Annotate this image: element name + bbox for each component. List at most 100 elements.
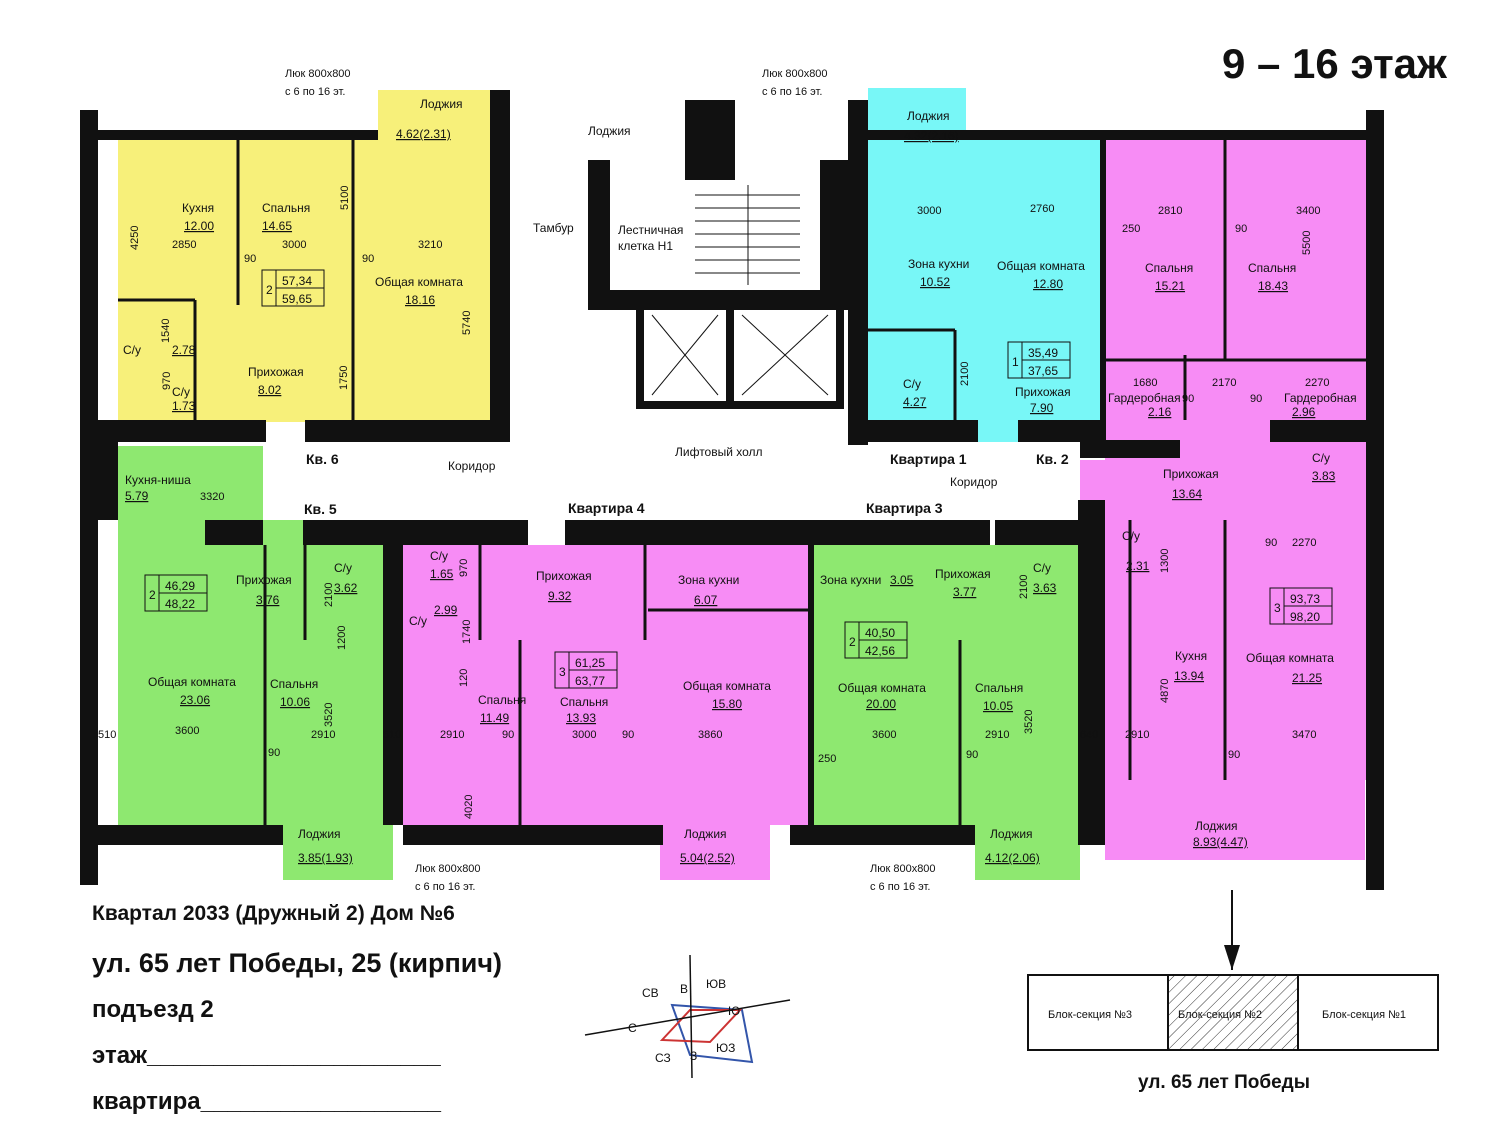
compass-sz: СЗ xyxy=(655,1051,671,1065)
room-name: Общая комната xyxy=(683,679,771,693)
room-area: 21.25 xyxy=(1292,671,1322,685)
dim-label: 3600 xyxy=(872,729,896,741)
dim-label: 1200 xyxy=(336,626,348,650)
room-area: 2.31 xyxy=(1126,559,1150,573)
room-area: 3.83 xyxy=(1312,469,1336,483)
room-area: 12.00 xyxy=(184,219,214,233)
apt-total-area: 63,77 xyxy=(575,674,605,688)
wall-apt3-2-divider xyxy=(1078,545,1105,845)
info-apartment-blank: квартира__________________ xyxy=(92,1088,441,1115)
wall-apt5-top xyxy=(205,520,263,545)
dim-label: 1300 xyxy=(1159,549,1171,573)
kv5-label: Кв. 5 xyxy=(304,501,337,517)
apt-room-count: 3 xyxy=(1274,601,1281,615)
room-name: С/у xyxy=(334,561,352,575)
room-name: Зона кухни xyxy=(678,573,739,587)
dim-label: 3000 xyxy=(572,729,596,741)
info-entrance: подъезд 2 xyxy=(92,996,214,1023)
dim-label: 250 xyxy=(1122,223,1140,235)
section-2-highlight xyxy=(1167,974,1299,1051)
room-name: С/у xyxy=(172,385,190,399)
apt-total-area: 59,65 xyxy=(282,292,312,306)
room-area: 2.78 xyxy=(172,343,196,357)
room-name: Лоджия xyxy=(298,827,341,841)
apt-living-area: 35,49 xyxy=(1028,346,1058,360)
dim-label: 3470 xyxy=(1292,729,1316,741)
kv4-label: Квартира 4 xyxy=(568,500,645,516)
rooms-apt6: Лоджия 4.62(2.31) Кухня 12.00 Спальня 14… xyxy=(123,97,463,413)
apt5-fill xyxy=(118,520,383,830)
apt-living-area: 93,73 xyxy=(1290,592,1320,606)
room-area: 12.80 xyxy=(1033,277,1063,291)
dim-label: 5740 xyxy=(461,311,473,335)
room-area: 3.63 xyxy=(1033,581,1057,595)
room-name: С/у xyxy=(903,377,921,391)
apt-summary: 2 57,34 59,65 xyxy=(261,269,325,307)
room-area: 5.04(2.52) xyxy=(680,851,735,865)
corridor-label-right: Коридор xyxy=(950,475,998,489)
room-area: 15.21 xyxy=(1155,279,1185,293)
wall-left-outer xyxy=(80,110,98,885)
wall-right-outer xyxy=(1366,110,1384,890)
room-area: 15.80 xyxy=(712,697,742,711)
room-area: 1.73 xyxy=(172,399,196,413)
apt2-fill xyxy=(1080,140,1366,780)
apt-summary: 3 93,73 98,20 xyxy=(1269,587,1333,625)
apt-room-count: 1 xyxy=(1012,355,1019,369)
apartment-summaries: 2 57,34 59,65 1 35,49 37,65 3 93,73 98,2… xyxy=(144,269,1333,689)
kv3-label: Квартира 3 xyxy=(866,500,943,516)
room-name: Лоджия xyxy=(684,827,727,841)
wall-apt5-left-top xyxy=(98,440,118,520)
room-area: 8.93(4.47) xyxy=(1193,835,1248,849)
room-name: Прихожая xyxy=(236,573,292,587)
wall-apt5-4-divider xyxy=(383,545,403,825)
dim-label: 250 xyxy=(818,753,836,765)
compass-v: В xyxy=(680,982,688,996)
room-name: Зона кухни xyxy=(820,573,881,587)
dim-label: 2100 xyxy=(959,362,971,386)
compass-yu: Ю xyxy=(728,1004,740,1018)
room-name: Гардеробная xyxy=(1108,391,1181,405)
apt-room-count: 2 xyxy=(149,588,156,602)
room-area: 2.96 xyxy=(1292,405,1316,419)
hatch-label: Люк 800x800 xyxy=(762,68,828,80)
room-area: 1.65 xyxy=(430,567,454,581)
wall-apt4-3-divider xyxy=(808,545,814,825)
stair-label-1: Лестничная xyxy=(618,223,683,237)
room-area: 2.16 xyxy=(1148,405,1172,419)
room-area: 18.16 xyxy=(405,293,435,307)
wall-apt6-bottom-right xyxy=(305,420,510,442)
compass-sv: СВ xyxy=(642,986,659,1000)
rooms-apt1: Лоджия 4.32(2.16) Зона кухни 10.52 Общая… xyxy=(903,109,1085,415)
apartment-fills xyxy=(118,88,1366,880)
room-area: 3.62 xyxy=(334,581,358,595)
loggia-top-label: Лоджия xyxy=(588,124,631,138)
hatch-sub: с 6 по 16 эт. xyxy=(762,86,822,98)
room-area: 10.06 xyxy=(280,695,310,709)
apt5-loggia-fill xyxy=(283,800,393,880)
dim-label: 2760 xyxy=(1030,203,1054,215)
room-area: 13.94 xyxy=(1174,669,1204,683)
room-name: Лоджия xyxy=(990,827,1033,841)
dim-label: 4250 xyxy=(129,226,141,250)
apt-summary: 2 40,50 42,56 xyxy=(844,621,908,659)
apt-total-area: 98,20 xyxy=(1290,610,1320,624)
wall-apt1-2-divider xyxy=(1100,140,1106,440)
hatch-sub: с 6 по 16 эт. xyxy=(870,881,930,893)
room-name: Спальня xyxy=(262,201,310,215)
dim-label: 3210 xyxy=(418,239,442,251)
dim-label: 640 xyxy=(1080,729,1098,741)
room-name: Спальня xyxy=(1248,261,1296,275)
room-area: 23.06 xyxy=(180,693,210,707)
room-area: 4.32(2.16) xyxy=(904,129,959,143)
room-area: 18.43 xyxy=(1258,279,1288,293)
compass-rose: СВ В ЮВ Ю С СЗ З ЮЗ xyxy=(584,954,791,1079)
apt-summary: 3 61,25 63,77 xyxy=(554,651,618,689)
wall-apt4-top-left xyxy=(303,520,528,545)
section-1-label: Блок-секция №1 xyxy=(1322,1009,1406,1021)
room-area: 6.07 xyxy=(694,593,718,607)
dim-label: 3320 xyxy=(200,491,224,503)
dim-label: 2810 xyxy=(1158,205,1182,217)
dim-label: 90 xyxy=(622,729,634,741)
dim-label: 2850 xyxy=(172,239,196,251)
